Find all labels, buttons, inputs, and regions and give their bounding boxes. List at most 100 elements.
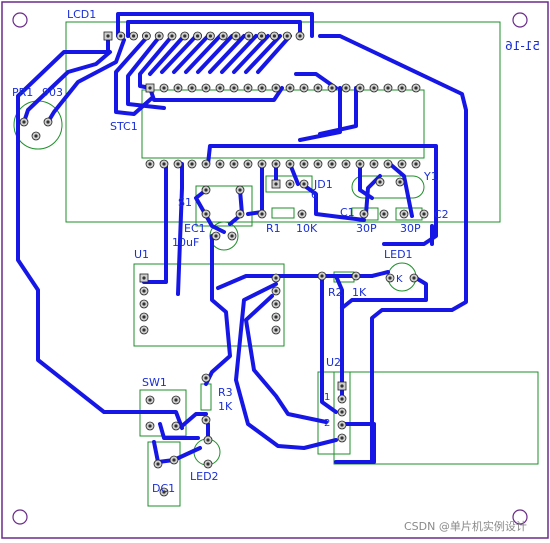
pad-drill xyxy=(204,418,208,422)
trace xyxy=(152,440,202,464)
pad-drill xyxy=(176,86,180,90)
u2-module-outline xyxy=(333,371,539,465)
u1-label: U1 xyxy=(134,248,149,261)
lcd1-label: LCD1 xyxy=(67,8,96,21)
trace xyxy=(206,144,438,246)
r1-label: R1 xyxy=(266,222,281,235)
pr1-extra-label: 903 xyxy=(42,86,63,99)
pad-drill xyxy=(400,162,404,166)
r2-value: 1K xyxy=(352,286,367,299)
trace xyxy=(256,34,292,74)
trace xyxy=(246,162,264,216)
pad-drill xyxy=(330,162,334,166)
pad-drill xyxy=(170,34,174,38)
pad-drill xyxy=(274,328,278,332)
pad-drill xyxy=(142,302,146,306)
led1-k-label: K xyxy=(396,274,403,285)
stc1-label: STC1 xyxy=(110,120,138,133)
pad-drill xyxy=(247,34,251,38)
r3-outline xyxy=(200,383,212,411)
pad-drill xyxy=(148,86,152,90)
pad-drill xyxy=(162,86,166,90)
r3-value: 1K xyxy=(218,400,233,413)
pad-drill xyxy=(378,180,382,184)
pad-drill xyxy=(274,315,278,319)
pads xyxy=(19,31,429,497)
pad-drill xyxy=(330,86,334,90)
c2-label: C2 xyxy=(434,208,449,221)
pad-drill xyxy=(386,86,390,90)
trace xyxy=(116,12,314,38)
pad-drill xyxy=(300,212,304,216)
dc1-outline xyxy=(147,441,181,507)
pad-drill xyxy=(400,86,404,90)
trace xyxy=(148,34,186,76)
u2-label: U2 xyxy=(326,356,341,369)
pad-drill xyxy=(402,212,406,216)
pad-drill xyxy=(162,162,166,166)
pad-drill xyxy=(46,120,50,124)
trace xyxy=(340,422,376,464)
trace xyxy=(318,34,468,464)
s1-outline xyxy=(195,185,253,227)
pad-drill xyxy=(340,423,344,427)
u2-pin2-label: 2 xyxy=(324,418,330,429)
pad-drill xyxy=(238,188,242,192)
jd1-outline xyxy=(265,175,313,193)
pad-drill xyxy=(214,234,218,238)
trace xyxy=(364,174,382,216)
pad-drill xyxy=(232,162,236,166)
pad-drill xyxy=(354,274,358,278)
pad-drill xyxy=(274,182,278,186)
board-title: 51-16 xyxy=(505,39,540,53)
pad-drill xyxy=(208,34,212,38)
pad-drill xyxy=(414,162,418,166)
pad-drill xyxy=(274,162,278,166)
pad-drill xyxy=(344,86,348,90)
u2-pin1-label: 1 xyxy=(324,392,330,403)
pad-drill xyxy=(190,162,194,166)
mounting-hole-tl xyxy=(12,12,28,28)
pad-drill xyxy=(340,397,344,401)
trace xyxy=(318,86,358,136)
trace xyxy=(138,34,174,90)
pad-drill xyxy=(132,34,136,38)
trace xyxy=(228,188,244,226)
pad-drill xyxy=(260,212,264,216)
pad-drill xyxy=(148,424,152,428)
pad-drill xyxy=(204,376,208,380)
pad-drill xyxy=(414,86,418,90)
u2-outline xyxy=(317,371,351,455)
pad-drill xyxy=(238,212,242,216)
trace xyxy=(184,34,222,74)
pad-drill xyxy=(204,162,208,166)
trace xyxy=(126,34,166,110)
pad-drill xyxy=(204,188,208,192)
trace xyxy=(244,34,282,74)
pad-drill xyxy=(288,182,292,186)
pad-drill xyxy=(174,424,178,428)
pad-drill xyxy=(206,438,210,442)
trace xyxy=(232,34,270,74)
ec1-value: 10uF xyxy=(172,236,199,249)
pad-drill xyxy=(398,180,402,184)
pad-drill xyxy=(320,274,324,278)
pad-drill xyxy=(388,276,392,280)
trace xyxy=(148,86,284,102)
pad-drill xyxy=(172,458,176,462)
led1-label: LED1 xyxy=(384,248,413,261)
mounting-hole-bl xyxy=(12,509,28,525)
pad-drill xyxy=(298,34,302,38)
pad-drill xyxy=(34,134,38,138)
trace xyxy=(46,38,126,124)
trace xyxy=(340,276,428,310)
pad-drill xyxy=(204,86,208,90)
trace xyxy=(294,72,338,90)
c1-label: C1 xyxy=(340,206,355,219)
pad-drill xyxy=(218,86,222,90)
c2-value: 30P xyxy=(400,222,421,235)
pad-drill xyxy=(358,86,362,90)
pad-drill xyxy=(176,162,180,166)
pad-drill xyxy=(288,86,292,90)
y1-outline xyxy=(351,175,425,199)
